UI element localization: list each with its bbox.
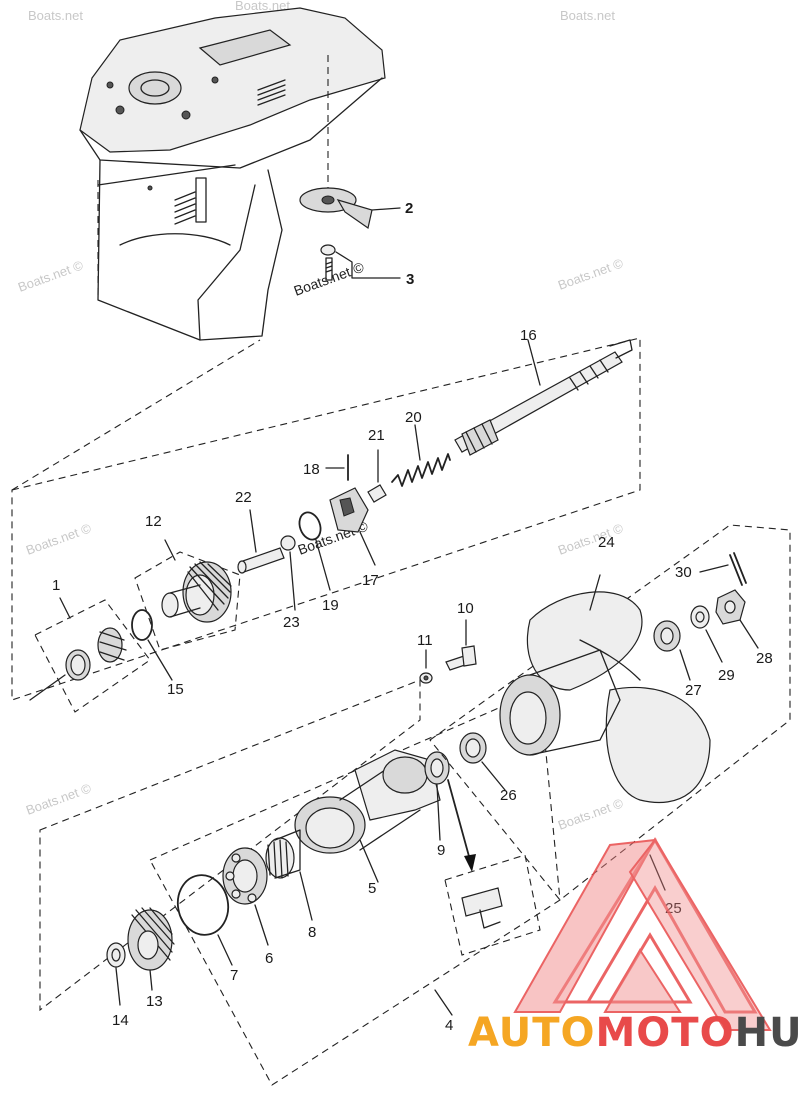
automotohub-logo: AUTOMOTOHUB xyxy=(468,837,800,1056)
group-frame xyxy=(11,337,641,701)
rod xyxy=(325,454,349,481)
callout-28: 28 xyxy=(756,650,773,667)
cotter-pin xyxy=(699,552,747,586)
push-rod xyxy=(237,509,285,574)
oil-seal xyxy=(424,751,450,841)
watermark-text: Boats.net © xyxy=(24,520,94,558)
callout-22: 22 xyxy=(235,489,252,506)
callout-18: 18 xyxy=(303,461,320,478)
callout-23: 23 xyxy=(283,614,300,631)
thrust-washer xyxy=(459,732,506,791)
logo-text: AUTOMOTOHUB xyxy=(468,1010,800,1056)
callout-17: 17 xyxy=(362,572,379,589)
group-frame-lower xyxy=(39,679,421,1012)
watermark-text: Boats.net © xyxy=(556,520,626,558)
shim xyxy=(106,942,126,1006)
watermark-text: Boats.net © xyxy=(556,795,626,833)
callout-4: 4 xyxy=(445,1017,453,1034)
forward-gear xyxy=(161,539,232,623)
callout-26: 26 xyxy=(500,787,517,804)
callout-16: 16 xyxy=(520,327,537,344)
leader-line xyxy=(434,989,453,1016)
callout-15: 15 xyxy=(167,681,184,698)
spring xyxy=(391,424,451,487)
callout-21: 21 xyxy=(368,427,385,444)
leader-line xyxy=(29,674,66,701)
lower-casing xyxy=(79,7,386,341)
callout-29: 29 xyxy=(718,667,735,684)
callout-12: 12 xyxy=(145,513,162,530)
callout-2: 2 xyxy=(405,200,413,217)
callout-20: 20 xyxy=(405,409,422,426)
group-frame-1 xyxy=(34,599,151,713)
tapered-bearing xyxy=(59,597,127,681)
callout-14: 14 xyxy=(112,1012,129,1029)
drive-shaft xyxy=(454,339,633,456)
inset-tool xyxy=(461,887,503,929)
bolt-part xyxy=(320,244,401,281)
castle-nut xyxy=(715,589,759,649)
shim-ring xyxy=(131,609,173,681)
reverse-gear xyxy=(127,907,175,991)
callout-19: 19 xyxy=(322,597,339,614)
leader-line xyxy=(11,339,261,491)
clip-ring xyxy=(298,511,331,591)
watermark-text: Boats.net xyxy=(560,8,615,23)
callout-13: 13 xyxy=(146,993,163,1010)
watermark-text: Boats.net xyxy=(28,8,83,23)
clutch xyxy=(329,487,376,566)
callout-5: 5 xyxy=(368,880,376,897)
ball-bearing xyxy=(222,847,269,946)
ball xyxy=(280,535,296,611)
logo-mark xyxy=(513,837,772,1031)
callout-10: 10 xyxy=(457,600,474,617)
inset-frame xyxy=(444,854,541,956)
watermark-text: Boats.net © xyxy=(556,255,626,293)
anode-part xyxy=(299,187,401,230)
callout-labels: 1 2 3 4 5 6 7 8 9 10 11 12 13 14 15 16 1… xyxy=(52,200,773,1034)
group-frame-4 xyxy=(149,689,561,1086)
callout-7: 7 xyxy=(230,967,238,984)
prop-washer xyxy=(690,605,723,663)
washer xyxy=(419,649,433,684)
watermark-text: Boats.net xyxy=(235,0,290,13)
vent-grille xyxy=(174,79,286,225)
bearing-housing xyxy=(294,749,441,883)
callout-6: 6 xyxy=(265,950,273,967)
callout-30: 30 xyxy=(675,564,692,581)
watermark-text: Boats.net © xyxy=(16,257,86,295)
watermark-text: Boats.net © xyxy=(24,780,94,818)
spacer xyxy=(653,620,691,681)
bolt xyxy=(445,619,477,671)
needle-bearing xyxy=(265,829,313,921)
arrow-to-inset xyxy=(447,779,476,872)
callout-1: 1 xyxy=(52,577,60,594)
callout-9: 9 xyxy=(437,842,445,859)
callout-27: 27 xyxy=(685,682,702,699)
pin xyxy=(367,449,387,503)
propeller xyxy=(499,574,711,804)
callout-8: 8 xyxy=(308,924,316,941)
callout-3: 3 xyxy=(406,271,414,288)
callout-24: 24 xyxy=(598,534,615,551)
callout-11: 11 xyxy=(417,632,433,649)
o-ring xyxy=(176,874,233,966)
leader-line xyxy=(649,854,666,891)
